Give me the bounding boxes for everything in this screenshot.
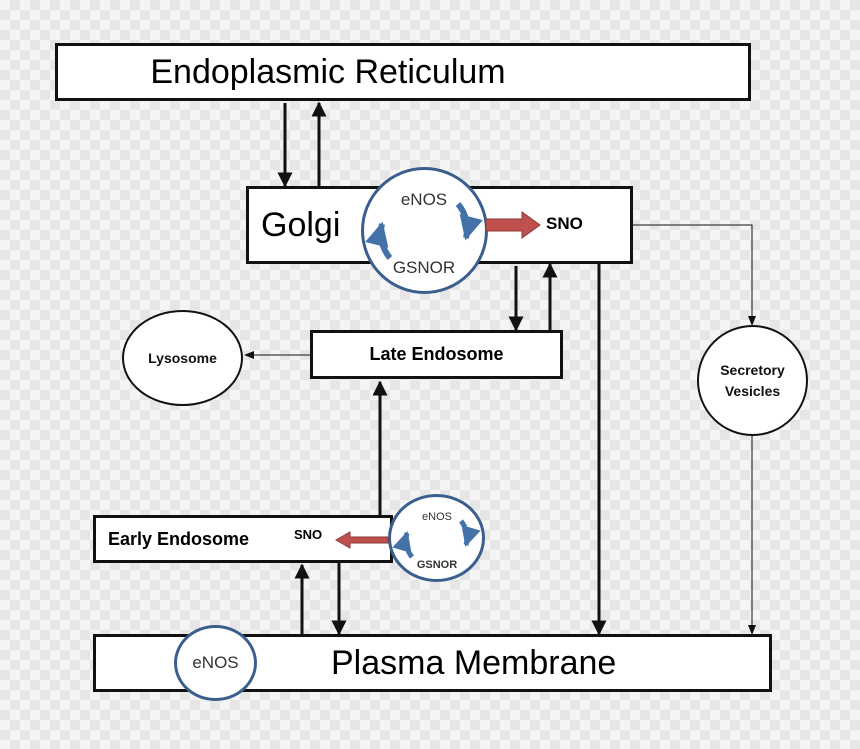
early-cycle-arrow-left [392,531,415,559]
er-box: Endoplasmic Reticulum [55,43,751,101]
golgi-label: Golgi [261,205,341,244]
plasma-membrane-label: Plasma Membrane [331,643,617,682]
early-gsnor-label: GSNOR [416,559,458,571]
golgi-cycle-arrow-left [365,221,393,260]
membrane-enos-label: eNOS [192,653,239,672]
secretory-label-line1: Secretory [720,361,785,378]
golgi-sno-label: SNO [546,214,583,233]
early-cycle-arrow-right [458,519,481,547]
lysosome-label: Lysosome [148,349,217,366]
membrane-enos-circle: eNOS [174,625,257,701]
secretory-vesicles-oval: Secretory Vesicles [697,325,808,436]
late-endosome-box: Late Endosome [310,330,563,379]
secretory-label-line2: Vesicles [724,382,781,399]
early-sno-label: SNO [294,527,323,542]
early-sno-arrow [334,531,389,549]
golgi-cycle-arrows [365,202,483,260]
early-enos-label: eNOS [422,511,452,523]
early-cycle-arrows [392,519,481,559]
golgi-cycle-arrow-right [455,202,483,241]
late-endosome-label: Late Endosome [369,344,504,364]
early-endosome-label: Early Endosome [108,528,250,549]
er-label: Endoplasmic Reticulum [150,52,506,91]
golgi-sno-arrow [485,211,541,239]
golgi-enos-label: eNOS [400,190,448,209]
early-endosome-enzyme-cycle: eNOS GSNOR [388,494,485,582]
lysosome-oval: Lysosome [122,310,243,406]
arrow-golgi-to-secretory-vesicles [633,224,756,326]
golgi-enzyme-cycle: eNOS GSNOR [361,167,488,294]
golgi-gsnor-label: GSNOR [392,258,456,277]
